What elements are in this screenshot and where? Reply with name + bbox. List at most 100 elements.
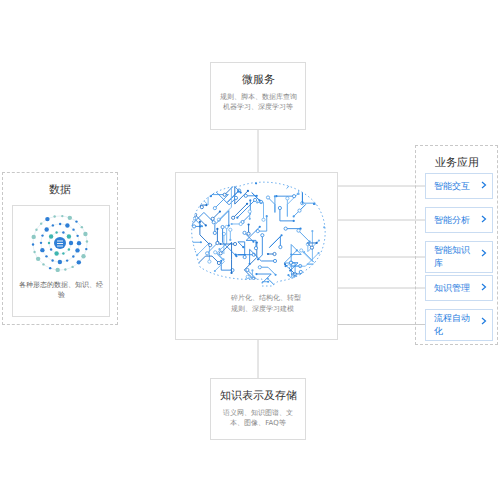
ring-dot	[66, 259, 68, 261]
circuit-node	[243, 231, 246, 234]
circuit-trace	[258, 235, 262, 259]
circuit-node	[266, 196, 269, 199]
circuit-trace	[192, 256, 219, 270]
circuit-trace	[260, 281, 268, 282]
circuit-trace	[247, 270, 271, 284]
circuit-trace	[314, 190, 340, 203]
brain-outline	[192, 182, 325, 286]
node-heading: 业务应用	[435, 155, 479, 170]
circuit-trace	[304, 252, 321, 264]
circuit-dot	[252, 241, 254, 243]
circuit-dot	[218, 248, 220, 250]
circuit-dot	[309, 268, 311, 270]
ring-dot	[62, 231, 64, 233]
circuit-dot	[199, 287, 201, 289]
circuit-trace	[222, 278, 223, 290]
circuit-dot	[298, 193, 300, 195]
circuit-trace	[182, 242, 201, 258]
circuit-node	[246, 268, 249, 271]
circuit-dot	[215, 277, 217, 279]
circuit-node	[300, 249, 303, 252]
circuit-trace	[291, 244, 301, 262]
circuit-dot	[221, 279, 223, 281]
circuit-node	[207, 188, 210, 191]
core-lines	[57, 241, 63, 246]
circuit-node	[292, 195, 295, 198]
circuit-trace	[292, 262, 303, 277]
ring-dot	[49, 234, 53, 238]
circuit-dot	[193, 200, 195, 202]
chevron	[482, 182, 486, 188]
circuit-dot	[220, 260, 222, 262]
ring-dot	[40, 242, 42, 244]
ring-dot	[76, 235, 78, 237]
application-region: 业务应用智能交互智能分析智能知识库知识管理流程自动化	[415, 145, 498, 345]
ring-dot	[83, 232, 87, 236]
application-button: 智能知识库	[425, 241, 493, 273]
circuit-node	[298, 174, 301, 177]
ring-dot	[52, 224, 54, 226]
circuit-dot	[274, 274, 276, 276]
node-heading: 知识管理	[434, 282, 470, 295]
circuit-node	[217, 261, 220, 264]
circuit-trace	[211, 191, 236, 204]
circuit-trace	[201, 280, 222, 301]
ring-dot	[69, 241, 73, 245]
ring-dot	[55, 268, 59, 272]
ring-dot	[40, 248, 44, 252]
circuit-dot	[221, 277, 223, 279]
connector	[258, 340, 259, 378]
circuit-node	[294, 278, 297, 281]
circuit-node	[258, 280, 261, 283]
node-heading: 碎片化、结构化、转型 规则、深度学习建模	[231, 293, 305, 314]
circuit-dot	[214, 270, 216, 272]
ring-dot	[33, 251, 35, 253]
node-heading: 流程自动化	[434, 312, 478, 338]
circuit-node	[233, 242, 236, 245]
circuit-node	[290, 261, 293, 264]
ring-dot	[36, 257, 40, 261]
ring	[41, 224, 79, 262]
circuit-trace	[320, 264, 327, 290]
core	[54, 237, 66, 249]
node-body: 语义网、知识图谱、文本、图像、FAQ等	[217, 408, 299, 428]
connector	[338, 288, 425, 289]
circuit-node	[246, 275, 249, 278]
ring-dot	[68, 248, 70, 250]
circuit-node	[319, 263, 322, 266]
circuit-dot	[230, 272, 232, 274]
circuit-dot	[293, 220, 295, 222]
circuit-trace	[219, 277, 249, 282]
core-box: 碎片化、结构化、转型 规则、深度学习建模	[175, 172, 338, 340]
circuit-dot	[258, 199, 260, 201]
circuit-trace	[238, 242, 245, 257]
circuit-node	[273, 259, 276, 262]
circuit-trace	[302, 173, 303, 203]
circuit-dot	[201, 188, 203, 190]
circuit-node	[244, 194, 247, 197]
circuit-trace	[233, 204, 247, 218]
circuit-trace	[215, 211, 229, 233]
circuit-dot	[193, 281, 195, 283]
circuit-trace	[280, 208, 294, 221]
circuit-node	[287, 265, 290, 268]
circuit-dot	[247, 190, 249, 192]
circuit-node	[213, 207, 216, 210]
circuit-trace	[268, 279, 277, 288]
circuit-dot	[218, 281, 220, 283]
circuit-node	[194, 284, 197, 287]
circuit-trace	[223, 227, 237, 256]
circuit-trace	[193, 180, 202, 189]
circuit-trace	[195, 215, 206, 226]
ring-dot	[44, 227, 48, 231]
circuit-dot	[236, 217, 238, 219]
ring-dot	[81, 254, 85, 258]
circuit-dot	[191, 269, 193, 271]
circuit-node	[248, 153, 251, 156]
circuit-node	[221, 288, 224, 291]
ring-dot	[85, 248, 87, 250]
circuit-node	[289, 261, 292, 264]
circuit-trace	[250, 155, 256, 183]
circuit-dot	[280, 234, 282, 236]
circuit-dot	[208, 279, 210, 281]
